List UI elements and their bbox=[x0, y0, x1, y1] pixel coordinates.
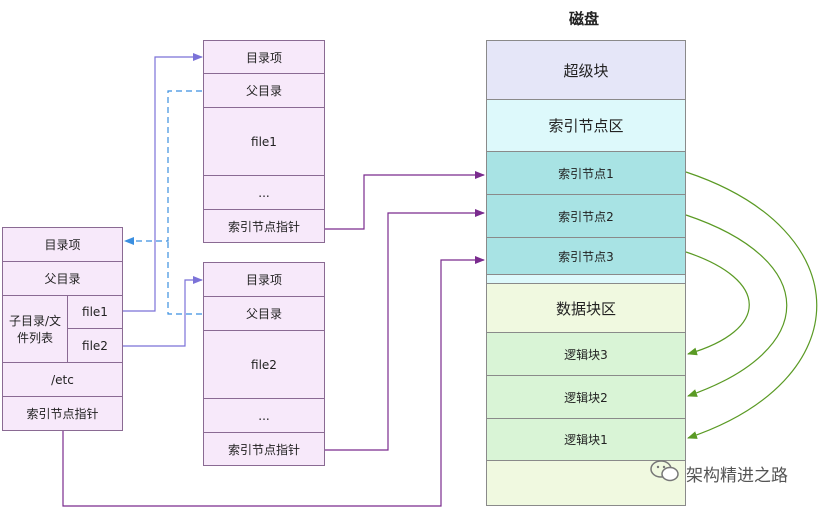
logical-block-1: 逻辑块1 bbox=[486, 418, 686, 461]
arrow-root-file1-to-file1-entry bbox=[123, 53, 203, 312]
root-children-label: 子目录/文件列表 bbox=[2, 295, 68, 363]
arrow-file2-to-inode2 bbox=[325, 209, 485, 451]
file2-inode-pointer: 索引节点指针 bbox=[203, 432, 325, 466]
root-inode-pointer: 索引节点指针 bbox=[2, 396, 123, 431]
superblock: 超级块 bbox=[486, 40, 686, 100]
root-child-file2: file2 bbox=[67, 328, 123, 363]
arrow-file1-parent-to-root bbox=[124, 90, 202, 245]
data-block-area-remainder bbox=[486, 460, 686, 506]
root-entry-header: 目录项 bbox=[2, 227, 123, 262]
file2-entry-header: 目录项 bbox=[203, 262, 325, 297]
inode-area: 索引节点区 bbox=[486, 99, 686, 152]
watermark: 架构精进之路 bbox=[650, 459, 788, 488]
file1-ellipsis: ... bbox=[203, 175, 325, 210]
disk-title: 磁盘 bbox=[569, 10, 600, 28]
inode-2: 索引节点2 bbox=[486, 194, 686, 238]
data-block-area: 数据块区 bbox=[486, 283, 686, 333]
root-etc: /etc bbox=[2, 362, 123, 397]
root-child-file1: file1 bbox=[67, 295, 123, 329]
wechat-icon bbox=[650, 459, 680, 488]
inode-1: 索引节点1 bbox=[486, 151, 686, 195]
file1-name: file1 bbox=[203, 107, 325, 176]
file1-parent-dir: 父目录 bbox=[203, 73, 325, 108]
file2-ellipsis: ... bbox=[203, 398, 325, 433]
logical-block-2: 逻辑块2 bbox=[486, 375, 686, 419]
arrow-inode2-to-block2 bbox=[685, 214, 788, 397]
file1-entry-header: 目录项 bbox=[203, 40, 325, 74]
arrow-inode1-to-block1 bbox=[685, 171, 818, 439]
inode-3: 索引节点3 bbox=[486, 237, 686, 275]
file2-name: file2 bbox=[203, 330, 325, 399]
file1-inode-pointer: 索引节点指针 bbox=[203, 209, 325, 243]
arrow-file1-to-inode1 bbox=[325, 171, 485, 230]
file2-parent-dir: 父目录 bbox=[203, 296, 325, 331]
root-parent-dir: 父目录 bbox=[2, 261, 123, 296]
logical-block-3: 逻辑块3 bbox=[486, 332, 686, 376]
arrow-inode3-to-block3 bbox=[685, 251, 750, 356]
watermark-text: 架构精进之路 bbox=[686, 466, 788, 486]
line-file2-parent-to-root bbox=[167, 241, 202, 315]
arrow-root-file2-to-file2-entry bbox=[123, 276, 203, 347]
